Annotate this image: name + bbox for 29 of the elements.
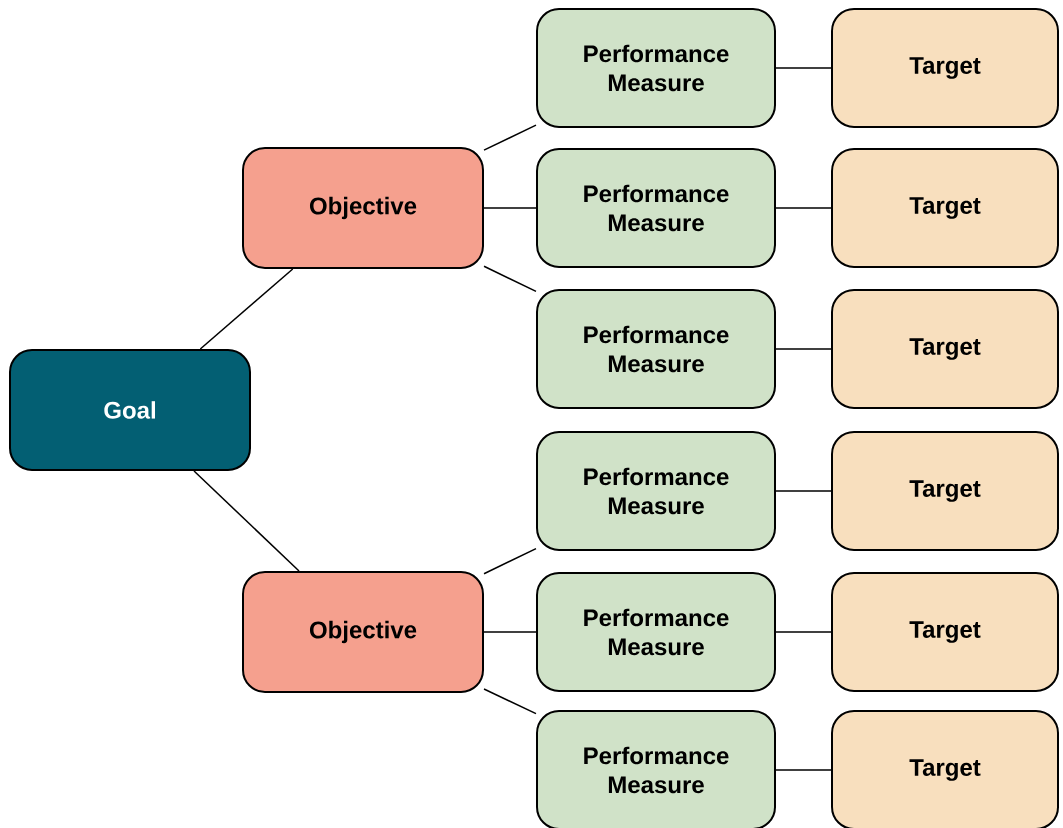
connector-line	[775, 769, 832, 771]
connector-line	[483, 207, 537, 209]
connector-line	[483, 547, 537, 575]
measure-box: Performance Measure	[536, 8, 776, 128]
connector-line	[775, 490, 832, 492]
connector-line	[483, 631, 537, 633]
goal-box: Goal	[9, 349, 251, 471]
objective-box: Objective	[242, 147, 484, 269]
connector-line	[199, 268, 294, 350]
connector-line	[775, 207, 832, 209]
measure-box: Performance Measure	[536, 289, 776, 409]
connector-line	[483, 688, 537, 715]
measure-box: Performance Measure	[536, 148, 776, 268]
connector-line	[775, 348, 832, 350]
measure-box: Performance Measure	[536, 431, 776, 551]
measure-box: Performance Measure	[536, 572, 776, 692]
measure-box: Performance Measure	[536, 710, 776, 828]
target-box: Target	[831, 431, 1059, 551]
connector-line	[775, 631, 832, 633]
objective-box: Objective	[242, 571, 484, 693]
connector-line	[483, 265, 537, 293]
connector-line	[193, 470, 300, 572]
target-box: Target	[831, 710, 1059, 828]
target-box: Target	[831, 572, 1059, 692]
connector-line	[775, 67, 832, 69]
target-box: Target	[831, 289, 1059, 409]
target-box: Target	[831, 148, 1059, 268]
connector-line	[483, 124, 537, 151]
target-box: Target	[831, 8, 1059, 128]
